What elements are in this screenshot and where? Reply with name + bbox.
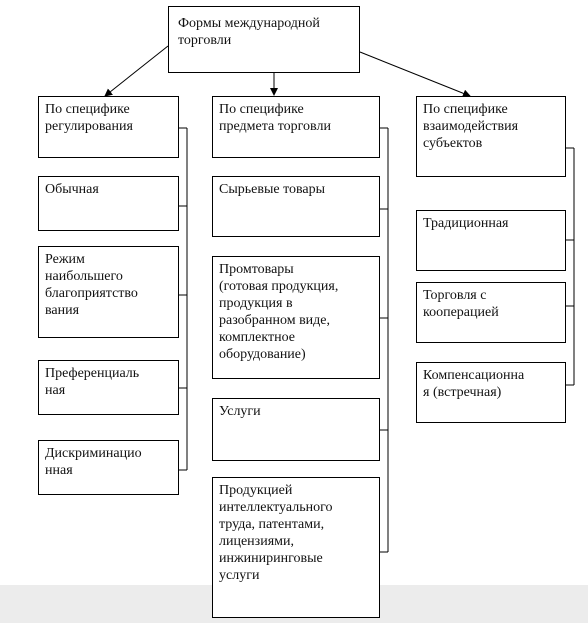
item-raw-materials: Сырьевые товары xyxy=(212,176,380,237)
item-services: Услуги xyxy=(212,398,380,461)
item-compensation: Компенсационна я (встречная) xyxy=(416,362,566,423)
item-preferential: Преференциаль ная xyxy=(38,360,179,415)
header-interaction: По специфике взаимодействия субъектов xyxy=(416,96,566,177)
arrow-root-to-regulation xyxy=(104,45,169,97)
item-industrial-goods: Промтовары (готовая продукция, продукция… xyxy=(212,256,380,379)
header-regulation: По специфике регулирования xyxy=(38,96,179,158)
item-intellectual: Продукцией интеллектуального труда, пате… xyxy=(212,477,380,618)
item-discriminatory: Дискриминацио нная xyxy=(38,440,179,495)
item-traditional: Традиционная xyxy=(416,210,566,271)
item-ordinary: Обычная xyxy=(38,176,179,231)
root-node: Формы международной торговли xyxy=(168,6,360,73)
header-trade-subject: По специфике предмета торговли xyxy=(212,96,380,158)
item-most-favoured: Режим наибольшего благоприятство вания xyxy=(38,246,179,338)
item-cooperation: Торговля с кооперацией xyxy=(416,282,566,343)
arrow-root-to-interaction xyxy=(359,51,471,98)
